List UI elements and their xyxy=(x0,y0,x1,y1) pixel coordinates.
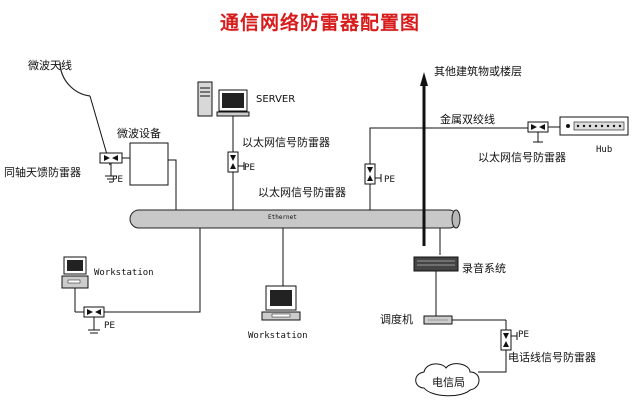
label-hub: Hub xyxy=(596,145,613,155)
label-eth-arrester-mid: 以太网信号防雷器 xyxy=(258,186,346,199)
telecom-cloud-icon xyxy=(415,363,480,397)
server-icon xyxy=(197,81,250,117)
label-pe: PE xyxy=(244,163,256,173)
hub-icon xyxy=(559,116,629,136)
label-eth-arrester-server: 以太网信号防雷器 xyxy=(242,136,330,149)
page-title: 通信网络防雷器配置图 xyxy=(219,12,420,34)
label-dispatcher: 调度机 xyxy=(380,313,413,326)
label-pe: PE xyxy=(112,175,124,185)
dispatcher-icon xyxy=(423,315,453,325)
label-coax-arrester: 同轴天馈防雷器 xyxy=(4,166,81,179)
label-pe: PE xyxy=(518,330,530,340)
eth-arrester-ws-left-icon xyxy=(83,306,105,334)
label-ethernet: Ethernet xyxy=(268,214,297,221)
microwave-antenna-icon xyxy=(59,61,111,166)
label-phone-arrester: 电话线信号防雷器 xyxy=(508,351,596,364)
label-pe: PE xyxy=(104,321,116,331)
eth-arrester-hub-icon xyxy=(527,121,549,143)
workstation-left-icon xyxy=(61,256,89,289)
label-server: SERVER xyxy=(256,94,296,105)
label-metal-twisted-pair: 金属双绞线 xyxy=(440,113,495,126)
recording-system-icon xyxy=(413,256,459,272)
label-recording-system: 录音系统 xyxy=(462,262,506,275)
microwave-device-box xyxy=(129,142,169,186)
phone-arrester-icon xyxy=(500,329,518,351)
label-other-building: 其他建筑物或楼层 xyxy=(434,65,522,78)
label-eth-arrester-hub: 以太网信号防雷器 xyxy=(478,151,566,164)
label-workstation-center: Workstation xyxy=(248,331,308,341)
building-wall xyxy=(420,72,428,246)
label-microwave-antenna: 微波天线 xyxy=(28,59,72,72)
label-workstation-left: Workstation xyxy=(94,268,154,278)
label-microwave-device: 微波设备 xyxy=(117,127,161,140)
eth-arrester-mid-icon xyxy=(364,163,382,185)
label-pe: PE xyxy=(384,175,396,185)
eth-arrester-server-icon xyxy=(227,151,245,173)
workstation-center-icon xyxy=(261,285,301,321)
label-telecom-office: 电信局 xyxy=(432,376,465,389)
ethernet-bus xyxy=(129,209,461,229)
